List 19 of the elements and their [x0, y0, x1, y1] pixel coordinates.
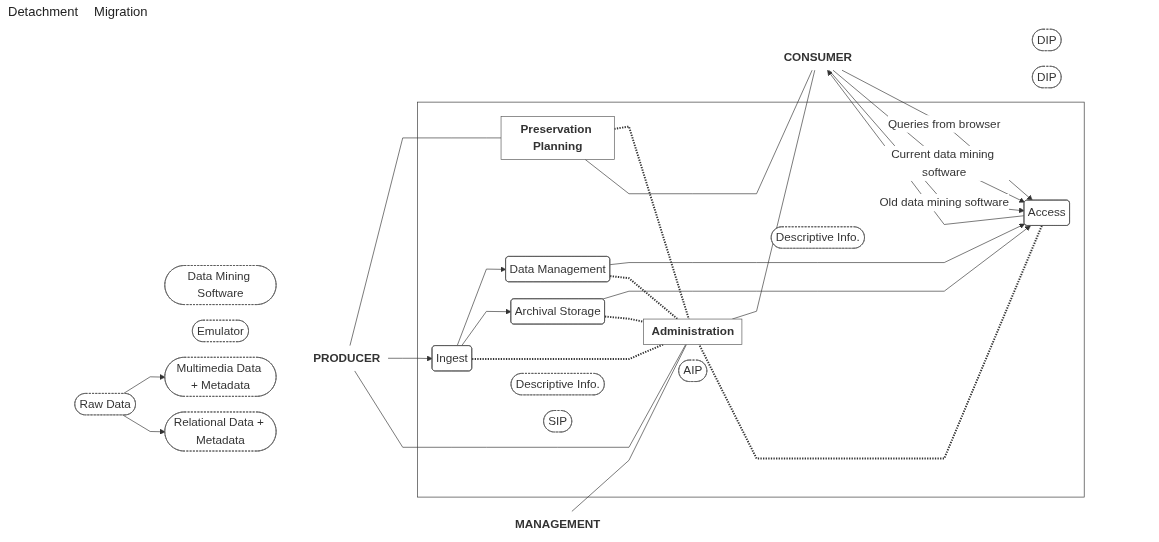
- connector: [349, 137, 502, 346]
- node-box: Preservation Planning: [500, 116, 615, 160]
- edge-label: Old data mining software: [879, 195, 1010, 209]
- note-text: Migration: [94, 4, 148, 20]
- connector: [609, 275, 679, 321]
- connector: [354, 344, 687, 448]
- node-box: Administration: [643, 318, 743, 345]
- note-text: Detachment: [8, 4, 79, 20]
- connector: [698, 224, 1043, 460]
- node-text: MANAGEMENT: [515, 517, 601, 531]
- edge-label: Queries from browser: [887, 117, 1001, 131]
- edge-label: Current data mining software: [891, 147, 995, 179]
- connector: [584, 69, 813, 195]
- node-text: CONSUMER: [783, 50, 853, 64]
- connector: [613, 125, 690, 321]
- connector: [603, 315, 645, 323]
- cluster: [417, 101, 1085, 498]
- connector: [571, 344, 687, 512]
- node-text: PRODUCER: [313, 351, 381, 365]
